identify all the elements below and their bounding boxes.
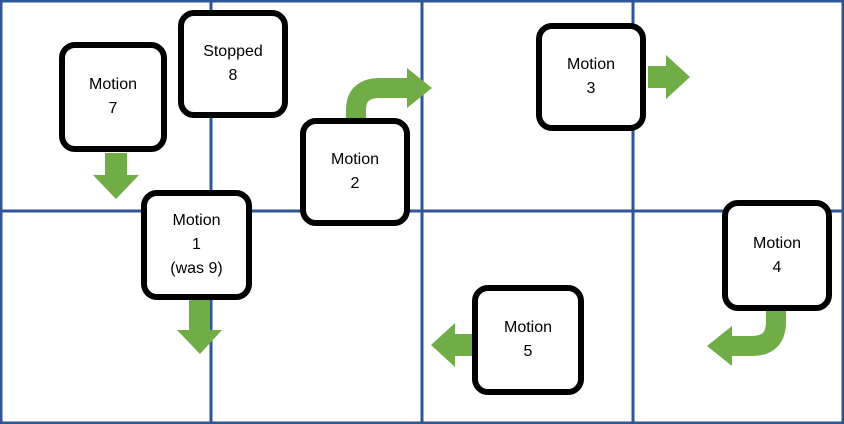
arrow-1-down-arrow [177, 300, 222, 354]
arrow-4-curved-down-left-arrow [707, 310, 786, 366]
motion-2-box: Motion 2 [300, 118, 410, 226]
stopped-8-box: Stopped 8 [178, 10, 288, 118]
motion-4-label: Motion [752, 234, 802, 252]
motion-1-number: 1 [192, 236, 201, 253]
stopped-8-number: 8 [228, 67, 238, 84]
motion-3-number: 3 [586, 80, 596, 97]
motion-7-label: Motion [88, 76, 138, 93]
arrow-7-down-arrow [93, 153, 139, 199]
motion-3-box: Motion 3 [536, 23, 646, 131]
motion-1-label: Motion [172, 212, 221, 229]
arrow-5-left-arrow [431, 323, 474, 367]
motion-5-number: 5 [523, 343, 533, 360]
arrow-2-curved-up-right-arrow [346, 68, 432, 120]
motion-5-label: Motion [503, 319, 553, 336]
motion-7-number: 7 [108, 100, 118, 117]
motion-7-box: Motion 7 [59, 42, 167, 152]
motion-1-box: Motion 1 (was 9) [141, 190, 252, 300]
stopped-8-label: Stopped [203, 43, 263, 60]
arrow-3-right-arrow [648, 55, 690, 99]
motion-1-note: (was 9) [170, 260, 223, 277]
motion-2-number: 2 [350, 175, 360, 192]
motion-2-label: Motion [330, 151, 380, 168]
motion-4-number: 4 [772, 258, 782, 276]
motion-4-box: Motion 4 [722, 200, 832, 311]
motion-5-box: Motion 5 [472, 285, 584, 395]
motion-3-label: Motion [566, 56, 616, 73]
